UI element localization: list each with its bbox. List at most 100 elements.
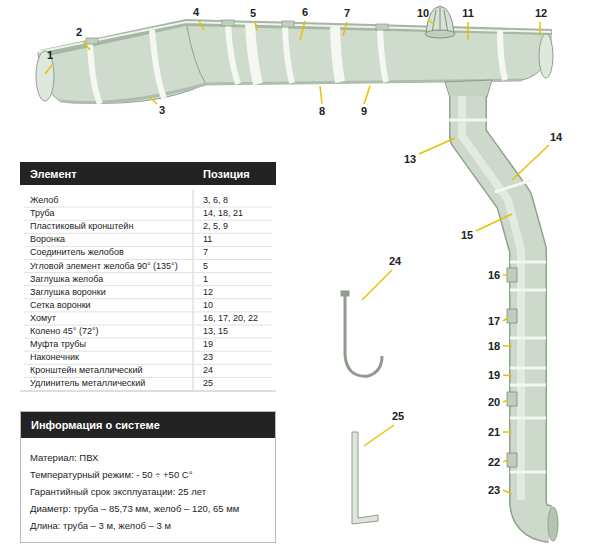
table-cell: 24 [203,365,213,376]
callout-number: 25 [387,410,409,423]
gutter-bracket [380,28,386,82]
callout-number: 13 [399,153,421,166]
leader-line [428,20,434,24]
table-cell: Желоб [30,195,58,206]
table-row-line [24,272,272,273]
callout-number: 19 [483,369,505,382]
table-row-line [24,364,272,365]
callout-number: 2 [68,26,90,39]
table-frame [20,162,276,185]
leader-line [503,490,512,494]
table-cell: Заглушка воронки [30,287,106,298]
info-heading: Информация о системе [21,412,275,438]
table-cell: Угловой элемент желоба 90° (135°) [30,261,178,272]
table-cell: Хомут [30,313,56,324]
leader-line [255,22,257,30]
table-frame [20,391,276,392]
table-row-line [24,259,272,260]
info-line: Диаметр: труба – 85,73 мм, желоб – 120, … [21,500,275,517]
info-line: Материал: ПВХ [21,438,275,466]
pipe-band [510,289,546,292]
table-cell: Заглушка желоба [30,274,103,285]
pipe-band [510,417,546,420]
leader-line [362,270,392,300]
table-cell: 14, 18, 21 [203,208,243,219]
drain-pipe [548,507,558,541]
callout-number: 7 [336,7,358,20]
table-cell: Труба [30,208,54,219]
callout-number: 15 [456,229,478,242]
table-row-line [24,207,272,377]
pipe-band [510,367,546,370]
table-cell: Колено 45° (72°) [30,326,99,337]
callout-number: 23 [483,484,505,497]
table-cell: 7 [203,247,208,258]
table-cell: 23 [203,352,213,363]
leader-line [539,22,541,36]
table-cell: Пластиковый кронштейн [30,221,133,232]
leader-line [199,21,204,30]
gutter-bracket [90,24,505,104]
callout-number: 22 [483,456,505,469]
table-cell: Кронштейн металлический [30,365,143,376]
leader-line [503,345,512,347]
callout-number: 10 [412,7,434,20]
pipe-clamp [507,268,517,467]
info-line: Температурный режим: - 50 ÷ +50 С° [21,466,275,483]
pipe-band [510,261,546,264]
gutter-bracket [285,25,292,83]
table-frame [20,162,276,391]
leader-line [320,86,322,104]
gutter-connector [250,24,258,84]
table-row-line [24,285,272,286]
info-box: Информация о системеМатериал: ПВХТемпера… [20,411,276,543]
table-row-line [24,233,272,234]
leader-line [503,274,508,276]
table-row-line [24,220,272,221]
table-row-line [24,311,272,312]
leader-line [364,86,370,104]
pipe-clamp [507,392,517,406]
callout-number: 16 [483,269,505,282]
leader-line [476,214,512,231]
table-cell: Соединитель желобов [30,247,124,258]
gutter-bracket [152,30,164,98]
drain-pipe [462,96,521,500]
pipe-band [510,384,546,387]
table-cell: 12 [203,287,213,298]
table-cell: 3, 6, 8 [203,195,228,206]
metal-bracket [342,292,348,295]
leader-line [503,400,508,402]
callout-number: 6 [294,6,316,19]
leader-line [150,97,157,104]
bracket-hook [86,38,98,44]
pipe-band [495,180,532,192]
gutter [38,22,551,52]
bracket-hook [86,20,388,44]
table-row-line [24,246,272,247]
table-row-line [24,325,272,326]
table-cell: 11 [203,234,212,245]
funnel-grating [425,30,455,38]
table-cell: Сетка воронки [30,300,91,311]
pipe-band [510,471,546,474]
callout-number: 1 [39,49,61,62]
gutter [36,19,553,103]
table-row-line [24,207,272,208]
leader-line [343,22,347,36]
bracket-hook [376,24,388,30]
table-cell: 1 [203,274,208,285]
callout-number: 24 [384,255,406,268]
callout-number: 20 [483,396,505,409]
table-cell: Муфта трубы [30,339,86,350]
bracket-hook [282,21,294,27]
table-header: Элемент [30,167,77,181]
funnel-grating [432,7,448,33]
gutter-connector [335,27,340,82]
pipe-clamp [507,309,517,323]
pipe-band [449,120,546,472]
table-row-line [24,298,272,299]
pipe-clamp [507,268,517,282]
gutter-connector [250,24,340,84]
gutter [539,34,553,78]
